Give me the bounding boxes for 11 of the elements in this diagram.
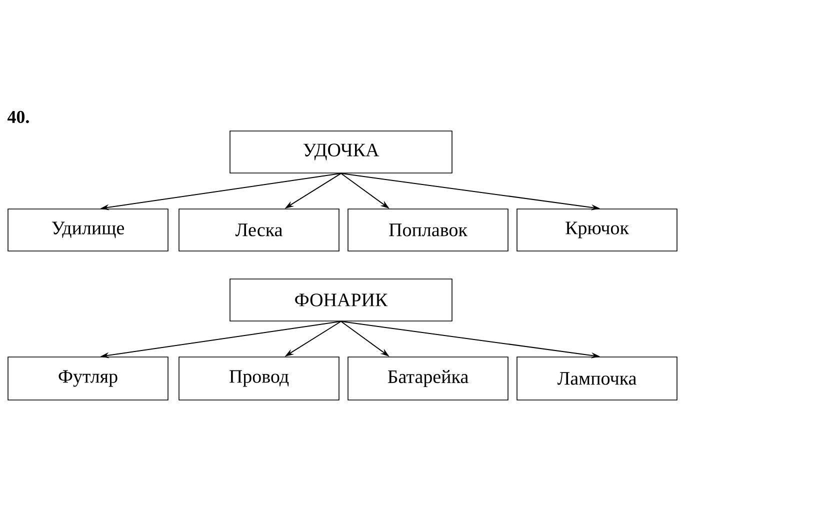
- box: Батарейка: [348, 356, 508, 400]
- box: Поплавок: [348, 208, 508, 252]
- box: Крючок: [516, 208, 678, 252]
- exercise-number: 40.: [7, 110, 29, 124]
- box: Леска: [178, 208, 340, 252]
- box: Провод: [178, 356, 340, 400]
- box: УДОЧКА: [230, 130, 452, 174]
- box: Удилище: [8, 208, 168, 252]
- box: ФОНАРИК: [230, 278, 452, 322]
- box: Футляр: [8, 356, 168, 400]
- box: Лампочка: [516, 356, 678, 400]
